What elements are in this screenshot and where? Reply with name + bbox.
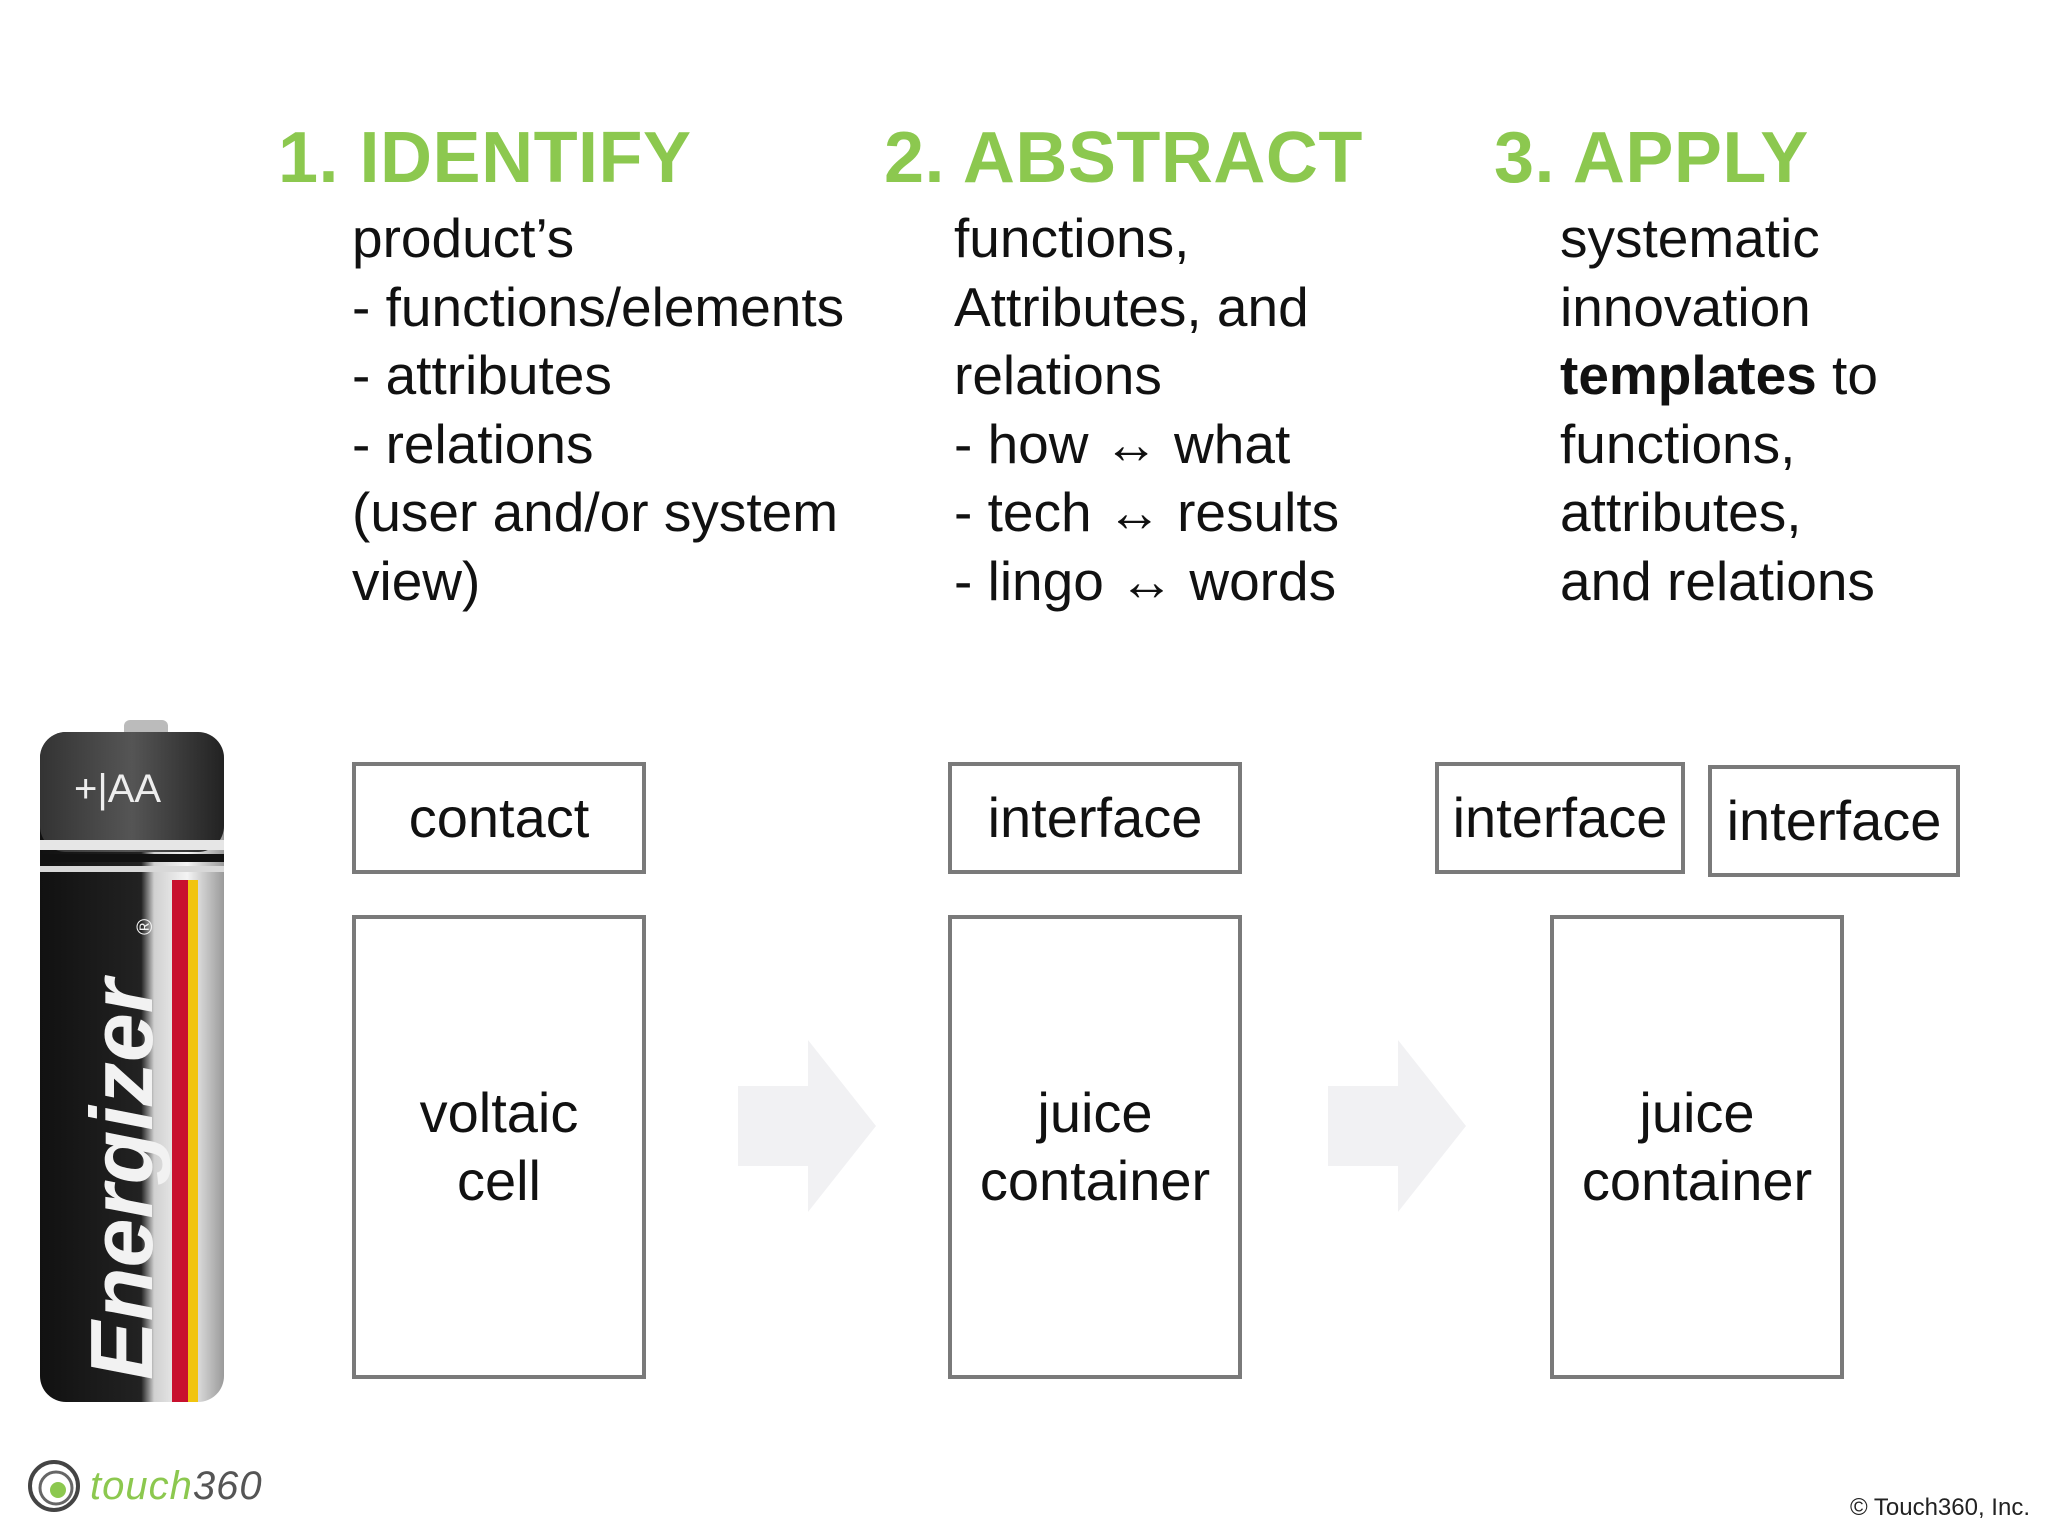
abstract-line: - tech ↔ results [954,481,1340,543]
templates-suffix: to [1816,344,1878,406]
abstract-line: - lingo ↔ words [954,549,1337,612]
battery-brand-label: Energizer [72,974,171,1380]
box-juice-container-apply: juice container [1550,915,1844,1379]
box-juice-container-label: juice container [979,1081,1211,1212]
abstract-description: functions, Attributes, and relations - h… [954,204,1339,615]
abstract-line: functions, [954,207,1190,269]
heading-abstract: 2. ABSTRACT [884,118,1363,198]
heading-apply: 3. APPLY [1494,118,1809,198]
box-juice-container-label: juice container [1581,1081,1813,1212]
identify-line: - attributes [352,344,612,406]
box-interface-label: interface [987,786,1203,849]
identify-line: view) [352,549,481,612]
logo-number: 360 [192,1463,263,1508]
battery-aa-label: +|AA [74,767,161,811]
abstract-line: - how ↔ what [954,412,1291,475]
box-interface-label: interface [1726,789,1942,852]
apply-line: attributes, [1560,481,1802,543]
box-interface-label: interface [1452,786,1668,849]
identify-description: product’s - functions/elements - attribu… [352,204,844,615]
apply-line: functions, [1560,412,1796,475]
box-juice-container-abstract: juice container [948,915,1242,1379]
arrow-right-icon [738,1040,876,1212]
box-voltaic-cell: voltaic cell [352,915,646,1379]
battery-image: +|AA Energizer ® [40,720,224,1402]
apply-line-templates: templates to [1560,341,1878,410]
logo-word: touch [90,1463,193,1508]
box-contact: contact [352,762,646,874]
swirl-logo-icon [28,1460,80,1512]
abstract-line: Attributes, and [954,275,1309,338]
identify-line: (user and/or system [352,481,839,543]
box-interface-abstract: interface [948,762,1242,874]
identify-line: product’s [352,207,575,269]
box-interface-apply-right: interface [1708,765,1960,877]
identify-line: - functions/elements [352,275,845,338]
logo-wordmark: touch360 [90,1464,263,1509]
apply-line: and relations [1560,549,1875,612]
templates-bold: templates [1560,344,1817,406]
identify-line: - relations [352,412,594,475]
arrow-right-icon [1328,1040,1466,1212]
heading-identify: 1. IDENTIFY [278,118,692,198]
apply-line: innovation [1560,275,1811,338]
box-contact-label: contact [408,786,590,849]
abstract-line: relations [954,344,1162,406]
apply-description: systematic innovation templates to funct… [1560,204,1878,615]
box-interface-apply-left: interface [1435,762,1685,874]
box-voltaic-cell-label: voltaic cell [419,1081,579,1212]
touch360-logo: touch360 [24,1456,263,1516]
apply-line: systematic [1560,207,1820,269]
copyright-text: © Touch360, Inc. [1849,1494,2030,1521]
battery-registered-mark: ® [132,919,157,935]
